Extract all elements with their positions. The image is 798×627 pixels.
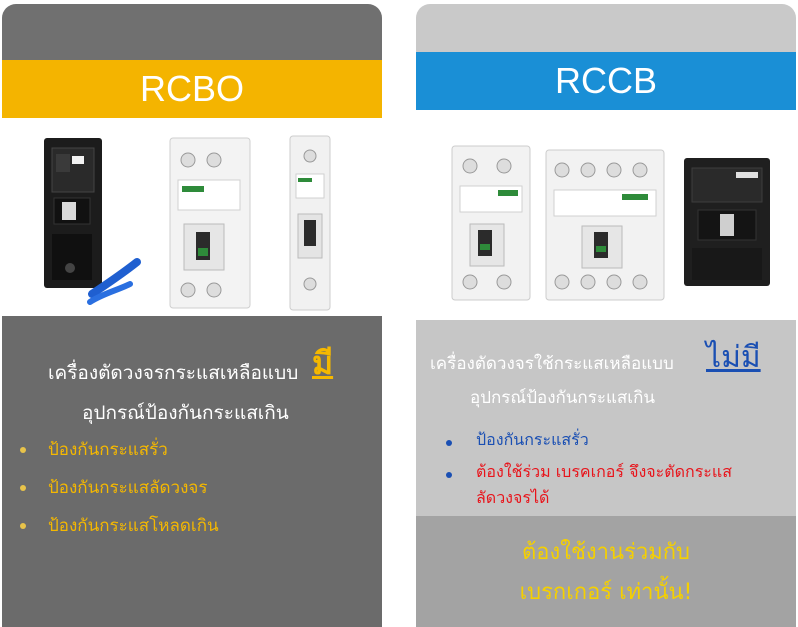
rccb-black-breaker-image <box>684 158 770 286</box>
rccb-bullet-dot <box>446 440 452 446</box>
rcbo-bullet-dot <box>20 523 26 529</box>
rccb-description-line1: เครื่องตัดวงจรใช้กระแสเหลือแบบ <box>430 354 674 374</box>
rccb-bullet-1: ป้องกันกระแสรั่ว <box>476 430 589 449</box>
rccb-card: RCCB <box>416 4 796 627</box>
rcbo-bullet-3: ป้องกันกระแสโหลดเกิน <box>48 516 219 536</box>
rccb-bullet-2-line2: ลัดวงจรได้ <box>476 488 550 507</box>
rcbo-black-breaker-image <box>44 138 141 305</box>
rcbo-card: RCBO <box>2 4 382 627</box>
rcbo-bullet-dot <box>20 447 26 453</box>
rcbo-description-line1: เครื่องตัดวงจรกระแสเหลือแบบ <box>48 362 299 384</box>
rccb-bullet-dot <box>446 472 452 478</box>
rccb-warning-line1: ต้องใช้งานร่วมกับ <box>521 540 690 565</box>
rccb-description: เครื่องตัดวงจรใช้กระแสเหลือแบบ ไม่มี อุป… <box>416 320 796 520</box>
rcbo-description: เครื่องตัดวงจรกระแสเหลือแบบ มี อุปกรณ์ป้… <box>2 316 382 627</box>
rccb-warning-line2: เบรกเกอร์ เท่านั้น! <box>519 580 693 605</box>
rccb-title-banner: RCCB <box>416 52 796 110</box>
rccb-emphasis-not-have: ไม่มี <box>706 340 761 375</box>
rcbo-bullet-dot <box>20 485 26 491</box>
rccb-2pole-breaker-image <box>451 145 531 301</box>
rccb-image-area <box>416 110 796 320</box>
rccb-warning-box: ต้องใช้งานร่วมกับ เบรกเกอร์ เท่านั้น! <box>416 516 796 627</box>
rcbo-slim-breaker-image <box>289 135 331 311</box>
rcbo-image-area <box>2 118 382 316</box>
rccb-4pole-breaker-image <box>545 149 665 301</box>
rccb-description-line2: อุปกรณ์ป้องกันกระแสเกิน <box>470 388 656 408</box>
rccb-bullet-2-line1: ต้องใช้ร่วม เบรคเกอร์ จึงจะตัดกระแส <box>476 462 732 481</box>
rcbo-title-banner: RCBO <box>2 60 382 118</box>
rcbo-bullet-1: ป้องกันกระแสรั่ว <box>48 440 168 460</box>
rcbo-white-2pole-breaker-image <box>169 137 251 309</box>
rcbo-emphasis-has: มี <box>312 344 334 382</box>
rcbo-bullet-2: ป้องกันกระแสลัดวงจร <box>48 478 208 498</box>
rcbo-description-line2: อุปกรณ์ป้องกันกระแสเกิน <box>82 402 289 424</box>
